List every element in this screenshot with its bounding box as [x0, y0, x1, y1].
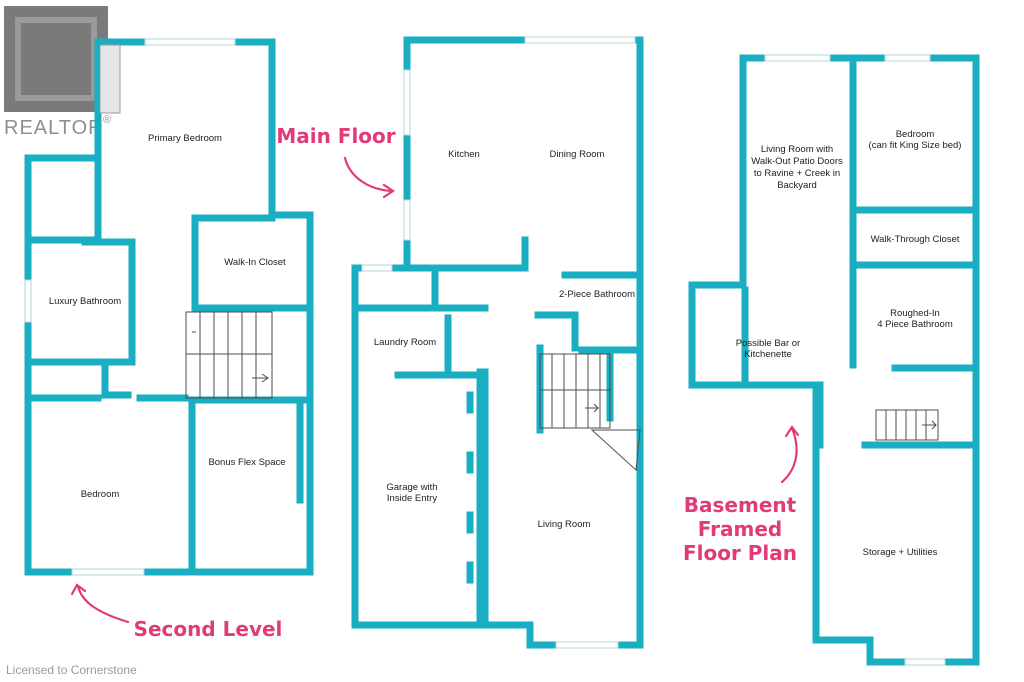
main-floor-plan: Kitchen Dining Room 2-Piece Bathroom Lau… — [276, 36, 644, 649]
room-basement-living-line2: Walk-Out Patio Doors — [751, 156, 843, 167]
room-roughed-in-bath-line1: Roughed-In — [890, 308, 940, 319]
logo-text: REALTOR — [4, 117, 104, 139]
second-level-plan: Primary Bedroom Walk-In Closet Luxury Ba… — [24, 38, 314, 641]
logo-registered-mark: ® — [103, 114, 111, 126]
room-garage-line2: Inside Entry — [387, 493, 437, 504]
basement-title-line3: Floor Plan — [683, 541, 797, 565]
room-bonus-flex-space: Bonus Flex Space — [208, 457, 285, 468]
room-storage-utilities: Storage + Utilities — [863, 547, 938, 558]
basement-plan: Living Room with Walk-Out Patio Doors to… — [683, 54, 980, 666]
room-bar-line2: Kitchenette — [744, 349, 792, 360]
room-kitchen: Kitchen — [448, 149, 480, 160]
room-living-room: Living Room — [538, 519, 591, 530]
room-roughed-in-bath-line2: 4 Piece Bathroom — [877, 319, 953, 330]
basement-title-line1: Basement — [684, 493, 797, 517]
room-luxury-bathroom: Luxury Bathroom — [49, 296, 121, 307]
room-basement-living-line1: Living Room with — [761, 144, 833, 155]
room-laundry-room: Laundry Room — [374, 337, 436, 348]
room-basement-bedroom-line2: (can fit King Size bed) — [869, 140, 962, 151]
second-level-arrow — [70, 583, 130, 624]
main-floor-title: Main Floor — [276, 124, 395, 148]
room-dining-room: Dining Room — [550, 149, 605, 160]
license-text: Licensed to Cornerstone — [6, 663, 137, 677]
room-walk-through-closet: Walk-Through Closet — [871, 234, 960, 245]
room-two-piece-bathroom: 2-Piece Bathroom — [559, 289, 635, 300]
basement-title-line2: Framed — [698, 517, 782, 541]
room-primary-bedroom: Primary Bedroom — [148, 133, 222, 144]
basement-arrow — [780, 425, 800, 484]
room-basement-living-line4: Backyard — [777, 180, 817, 191]
room-bedroom: Bedroom — [81, 489, 120, 500]
second-level-title: Second Level — [134, 617, 283, 641]
room-garage-line1: Garage with — [386, 482, 437, 493]
room-walk-in-closet: Walk-In Closet — [224, 257, 286, 268]
main-floor-arrow — [343, 156, 395, 199]
room-basement-bedroom-line1: Bedroom — [896, 129, 935, 140]
room-basement-living-line3: to Ravine + Creek in — [754, 168, 840, 179]
realtor-logo: REALTOR ® — [4, 6, 111, 139]
room-bar-line1: Possible Bar or — [736, 338, 800, 349]
